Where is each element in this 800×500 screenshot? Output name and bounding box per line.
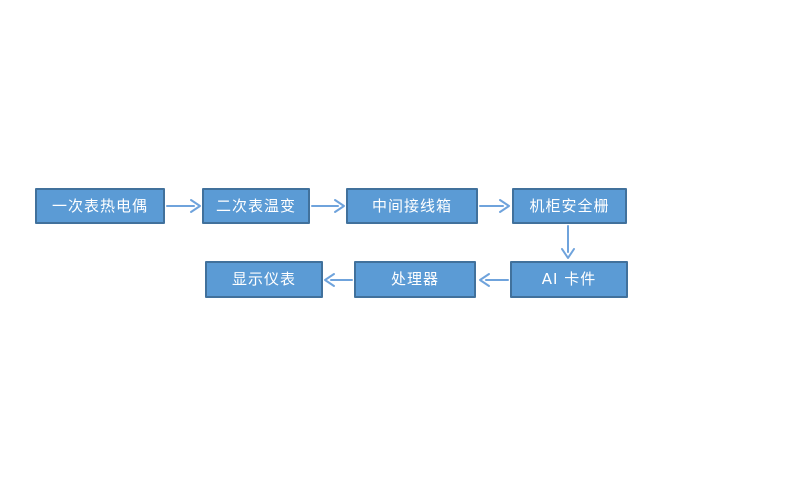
flow-node-label: 机柜安全栅 (529, 196, 610, 215)
flow-node-label: AI 卡件 (541, 270, 597, 288)
flow-node-ai-card[interactable]: AI 卡件 (510, 261, 628, 298)
flow-node-primary-thermocouple[interactable]: 一次表热电偶 (35, 188, 165, 224)
flow-node-label: 二次表温变 (215, 196, 296, 215)
flow-node-label: 显示仪表 (231, 270, 296, 288)
arrow-thermocouple-to-transmitter-icon (166, 199, 201, 213)
flow-node-secondary-transmitter[interactable]: 二次表温变 (202, 188, 310, 224)
flow-node-processor[interactable]: 处理器 (354, 261, 476, 298)
arrow-safety-barrier-to-ai-card-icon (561, 225, 575, 259)
flow-node-cabinet-safety-barrier[interactable]: 机柜安全栅 (512, 188, 627, 224)
arrow-ai-card-to-processor-icon (479, 273, 509, 287)
flow-node-label: 一次表热电偶 (51, 196, 148, 215)
flow-node-label: 中间接线箱 (371, 196, 452, 215)
arrow-junction-box-to-safety-barrier-icon (479, 199, 510, 213)
arrow-processor-to-display-icon (324, 273, 353, 287)
flow-node-intermediate-junction-box[interactable]: 中间接线箱 (346, 188, 478, 224)
flow-node-display-instrument[interactable]: 显示仪表 (205, 261, 323, 298)
flow-node-label: 处理器 (390, 270, 439, 288)
arrow-transmitter-to-junction-box-icon (311, 199, 345, 213)
